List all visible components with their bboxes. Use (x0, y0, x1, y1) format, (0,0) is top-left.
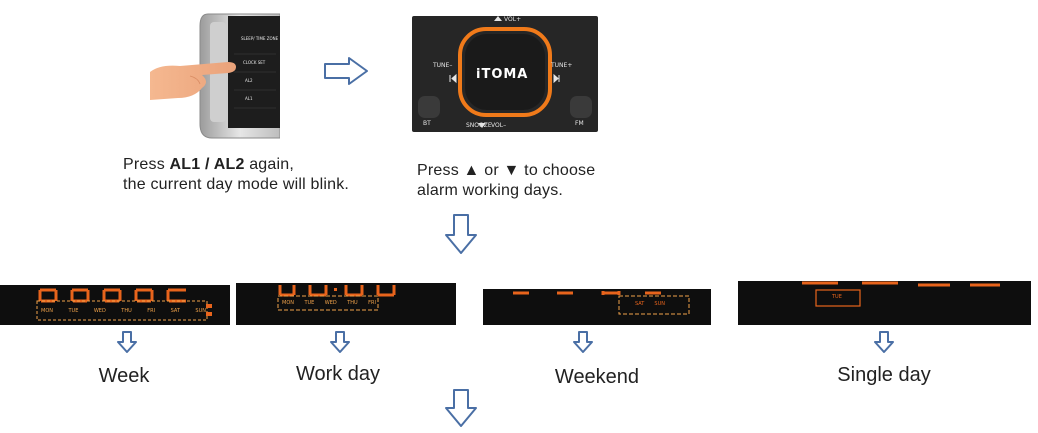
weekend-day-sat: SAT (635, 301, 645, 307)
vol-up-label: VOL+ (504, 16, 522, 23)
vol-down-label: VOL– (491, 122, 507, 129)
mode-label-singleday: Single day (837, 364, 931, 386)
mode-label-workday: Work day (295, 363, 381, 385)
al1-button-label: AL1 (245, 96, 253, 101)
week-day-sat: SAT (170, 308, 180, 314)
tune-minus-label: TUNE– (433, 62, 453, 69)
step1-caption: Press AL1 / AL2 again, the current day m… (123, 156, 350, 193)
weekend-day-sun: SUN (654, 301, 665, 307)
arrow-down-icon (444, 213, 478, 260)
week-day-wed: WED (93, 308, 106, 314)
singleday-day-tue: TUE (832, 294, 842, 300)
arrow-down-icon (329, 330, 351, 359)
week-day-mon: MON (41, 308, 53, 314)
workday-day-fri: FRI (368, 300, 376, 306)
lcd-week-display: MON TUE WED THU FRI SAT SUN (0, 285, 230, 325)
arrow-down-icon (444, 388, 478, 433)
clock-set-button-label: CLOCK SET (243, 60, 266, 65)
clock-device-side-photo: SLEEP/ TIME ZONE CLOCK SET AL2 AL1 (150, 12, 281, 140)
arrow-right-icon (323, 56, 369, 91)
al-buttons-highlight: AL1 / AL2 (169, 156, 245, 173)
tune-plus-label: TUNE+ (551, 62, 573, 69)
week-day-fri: FRI (147, 308, 156, 314)
workday-day-thu: THU (347, 300, 358, 306)
week-day-sun: SUN (195, 308, 206, 314)
arrow-down-icon (873, 330, 895, 359)
radio-control-panel: iTOMA VOL+ SNOOZE VOL– TUNE– TUNE+ BT FM (412, 16, 598, 132)
sleep-timezone-button-label: SLEEP/ TIME ZONE (241, 36, 279, 41)
week-day-thu: THU (121, 308, 132, 314)
bt-label: BT (423, 120, 431, 127)
lcd-singleday-display: TUE (738, 281, 1031, 325)
al2-button-label: AL2 (245, 78, 253, 83)
brand-logo: iTOMA (476, 67, 529, 82)
fm-label: FM (575, 120, 584, 127)
lcd-weekend-display: SAT SUN (483, 289, 711, 325)
workday-day-tue: TUE (304, 300, 315, 306)
mode-label-week: Week (98, 365, 150, 387)
arrow-down-icon (116, 330, 138, 359)
workday-day-mon: MON (282, 300, 294, 306)
week-day-tue: TUE (68, 308, 79, 314)
workday-day-wed: WED (324, 300, 337, 306)
lcd-workday-display: MON TUE WED THU FRI (236, 283, 456, 325)
mode-label-weekend: Weekend (554, 366, 640, 388)
step2-caption: Press ▲ or ▼ to choose alarm working day… (417, 162, 596, 199)
arrow-down-icon (572, 330, 594, 359)
snooze-label: SNOOZE (466, 122, 492, 129)
